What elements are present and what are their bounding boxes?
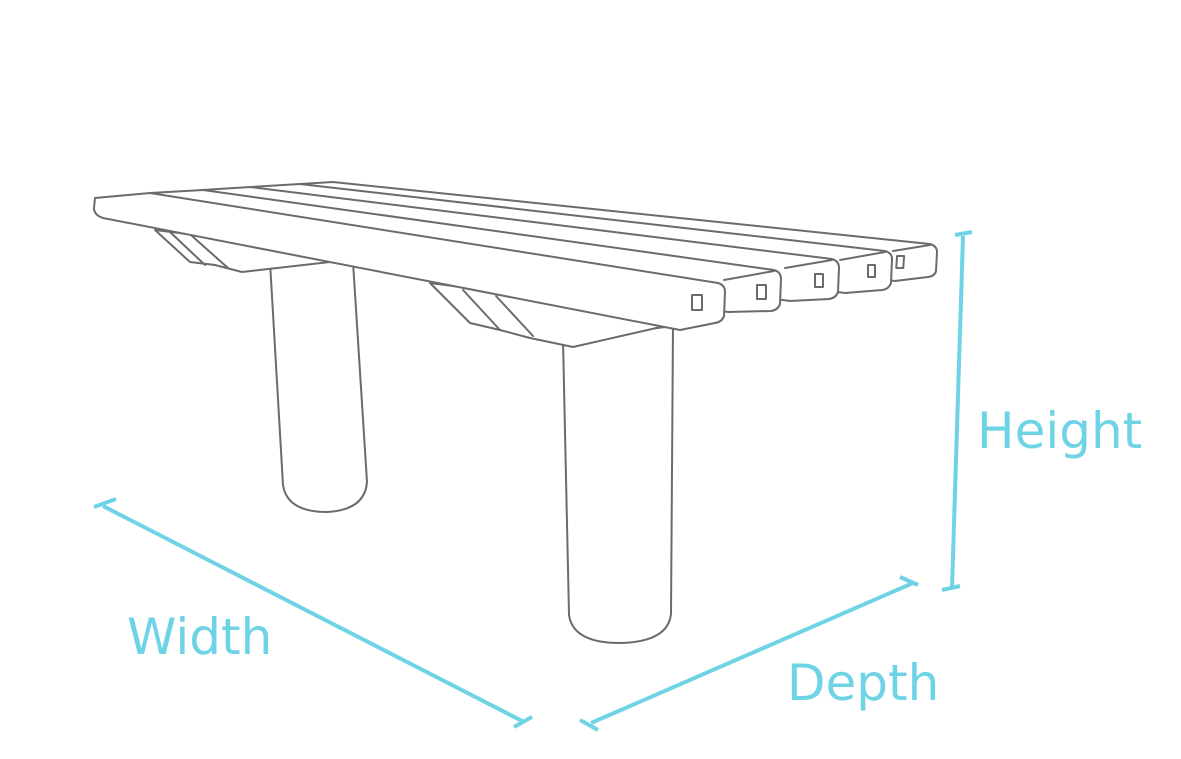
back-leg [269, 261, 368, 513]
slat-1 [93, 192, 726, 331]
height-label: Height [977, 402, 1143, 460]
depth-dimension [579, 575, 919, 732]
width-label: Width [127, 608, 273, 666]
width-dimension [93, 497, 533, 729]
back-bracket [154, 229, 331, 273]
seat-slats [93, 181, 938, 331]
depth-label: Depth [787, 654, 940, 712]
height-dimension [941, 230, 973, 592]
front-leg [562, 325, 674, 644]
